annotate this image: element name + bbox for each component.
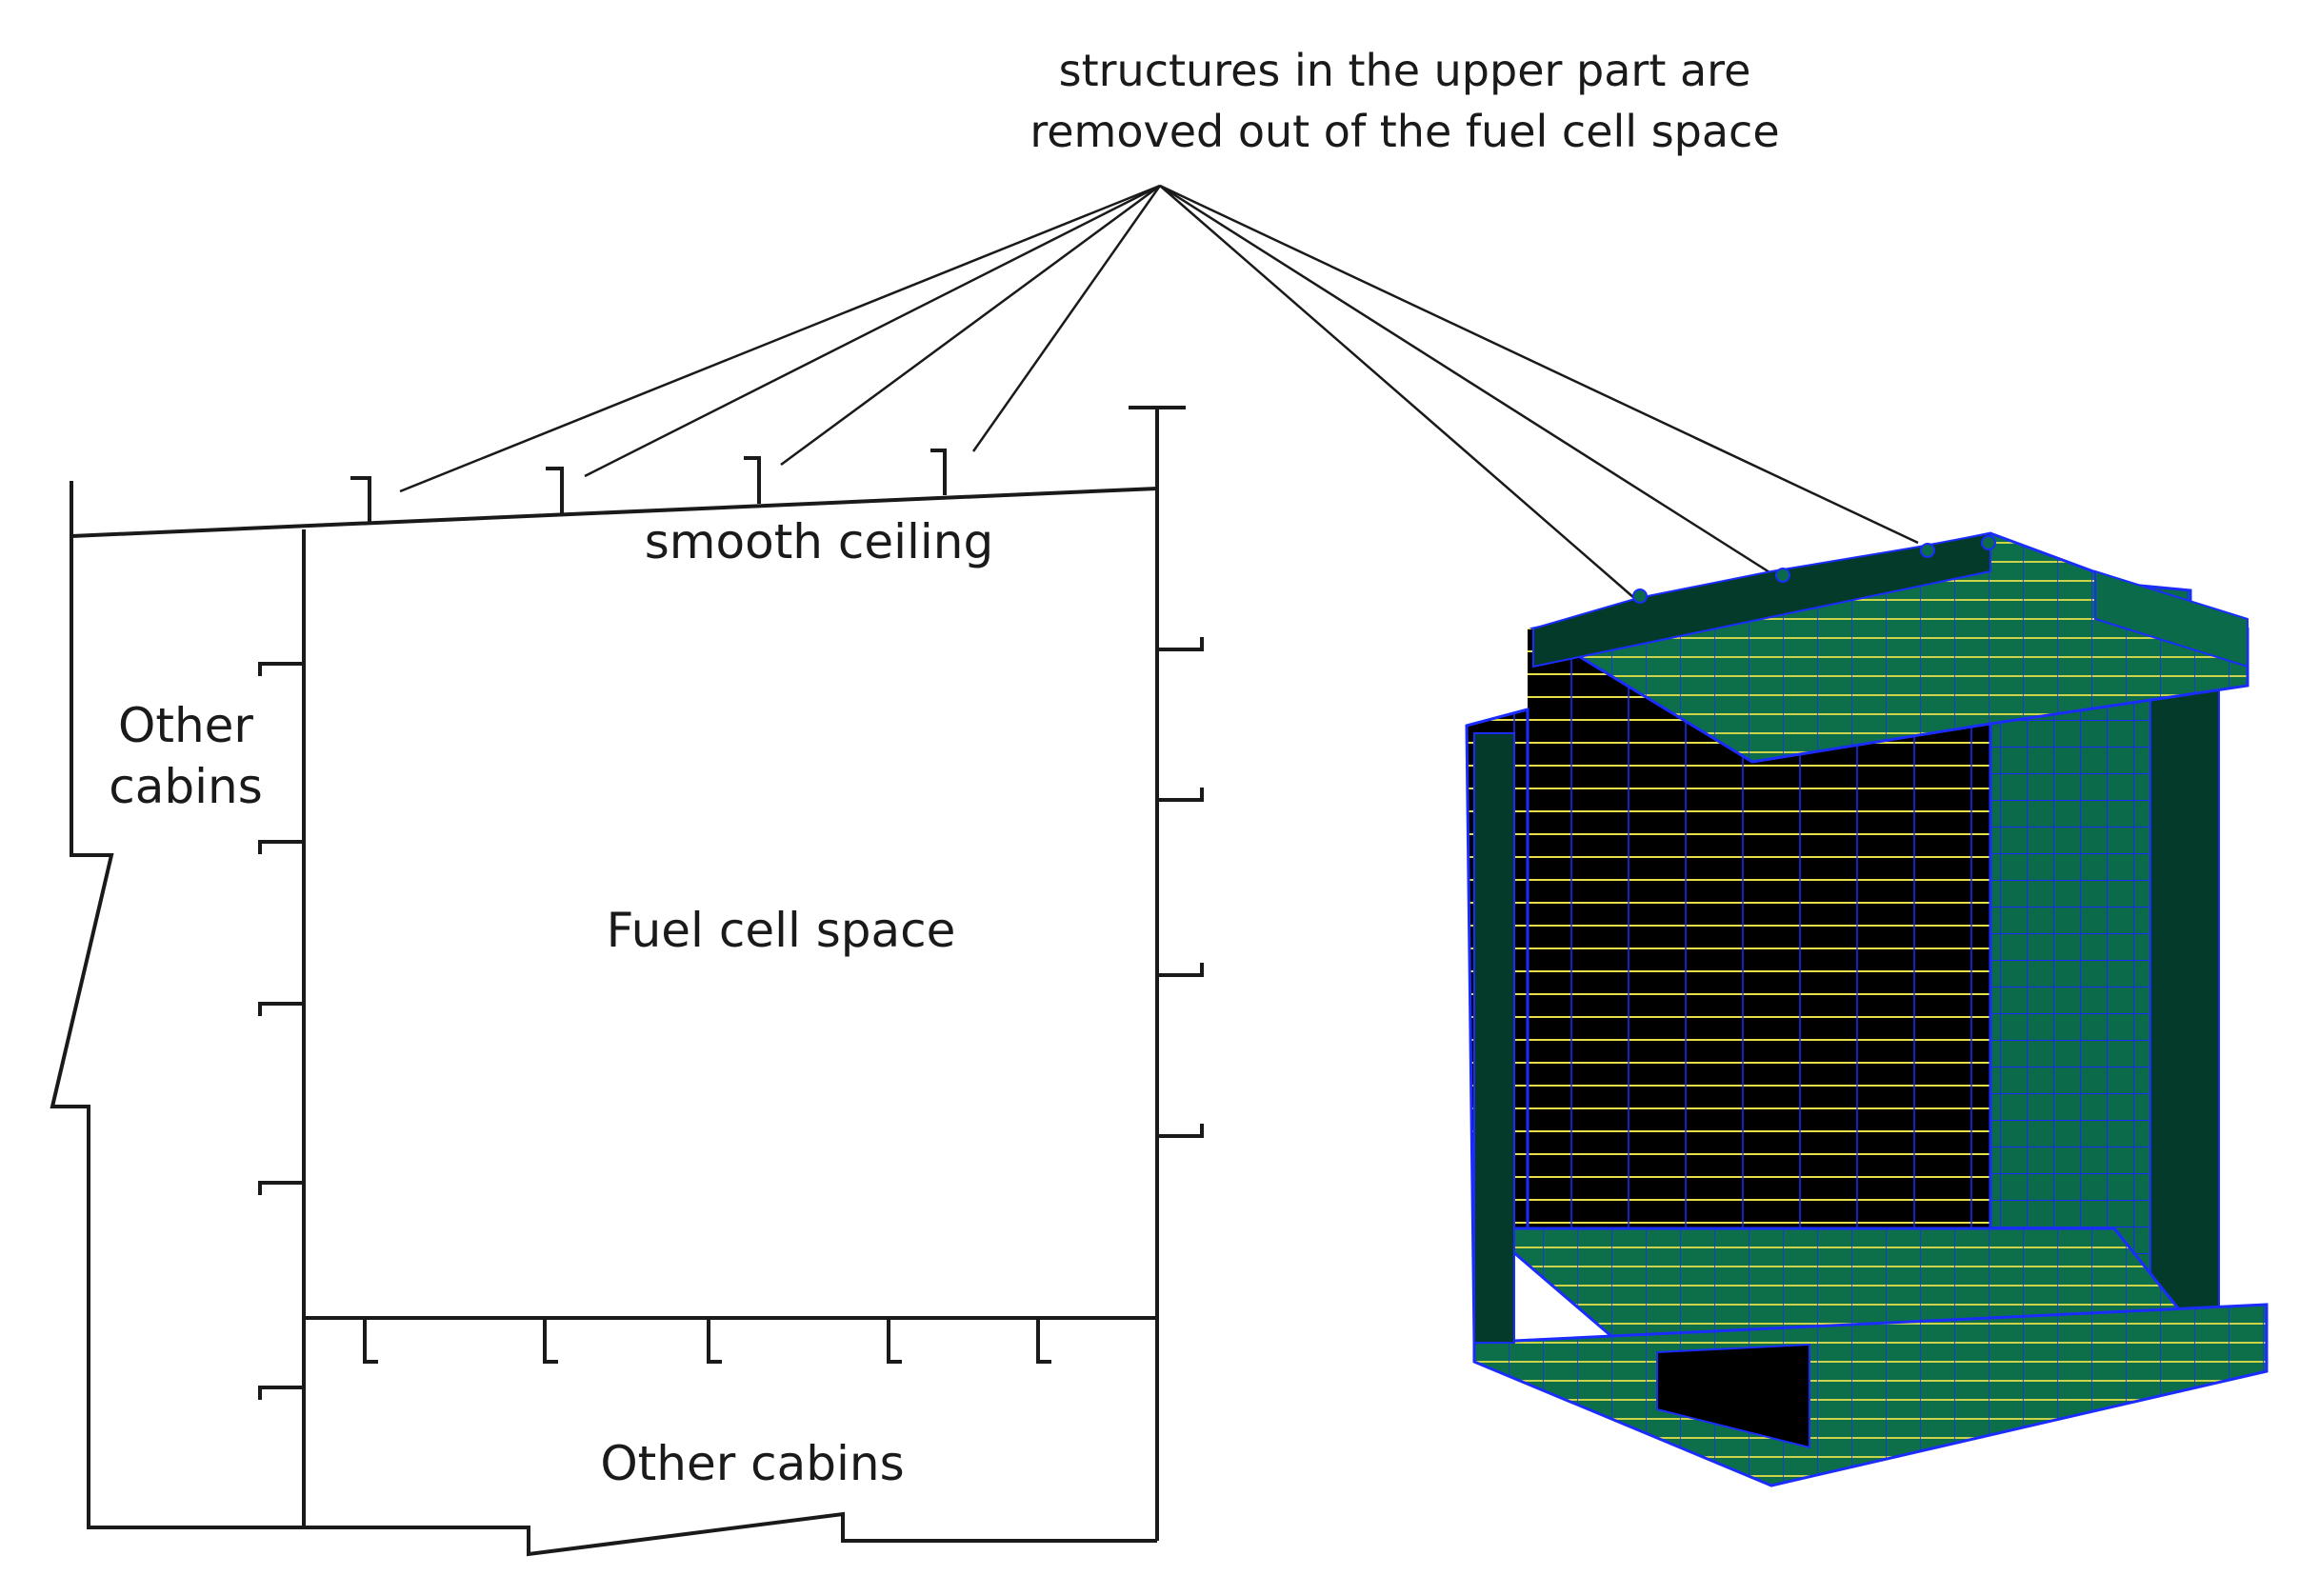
other-cabins-bottom-label: Other cabins — [600, 1436, 905, 1491]
bulkhead-stiffener — [258, 1181, 304, 1195]
callout-annotation: structures in the upper part are removed… — [933, 40, 1876, 162]
pillar-stiffener — [1157, 1124, 1204, 1138]
deck-stiffener — [930, 449, 947, 495]
other-cabins-left-line-1: Other — [118, 698, 253, 753]
smooth-ceiling-label: smooth ceiling — [644, 514, 994, 569]
hull-outline — [50, 481, 304, 1529]
mesh-double-bottom — [1472, 1303, 2269, 1487]
floor-stiffener — [363, 1318, 378, 1364]
mesh-top-girder — [1532, 531, 1991, 668]
deck-stiffener — [546, 467, 564, 513]
bulkhead-stiffener — [258, 662, 304, 676]
floor-stiffener — [543, 1318, 558, 1364]
deck-stiffener — [350, 476, 371, 522]
mesh-bottom-dark — [1656, 1343, 1810, 1449]
floor-stiffener — [1036, 1318, 1051, 1364]
pillar-stiffener — [1157, 788, 1204, 802]
fuel-cell-space-label: Fuel cell space — [606, 903, 956, 958]
bulkhead-stiffener — [258, 840, 304, 854]
bulkhead-stiffener — [258, 1002, 304, 1016]
fe-mesh-model — [1465, 531, 2269, 1487]
pillar-stiffener — [1157, 963, 1204, 977]
deck-stiffener — [744, 456, 761, 504]
other-cabins-left-line-2: cabins — [109, 759, 263, 814]
floor-stiffener — [887, 1318, 902, 1364]
floor-stiffener — [707, 1318, 722, 1364]
cross-section-drawing — [50, 406, 1204, 1557]
callout-line-1: structures in the upper part are — [1058, 45, 1751, 96]
bottom-hull-outline — [304, 1511, 1157, 1557]
pillar-stiffener — [1157, 637, 1204, 651]
mesh-left-column — [1473, 732, 1515, 1344]
callout-line-2: removed out of the fuel cell space — [1030, 106, 1780, 157]
mesh-right-column — [2149, 655, 2220, 1326]
other-cabins-left-label: Other cabins — [90, 695, 281, 817]
mesh-top-bracket — [2094, 569, 2249, 668]
deck-line — [70, 487, 1158, 538]
callout-leaders — [399, 184, 1919, 599]
bulkhead-stiffener — [258, 1386, 304, 1400]
